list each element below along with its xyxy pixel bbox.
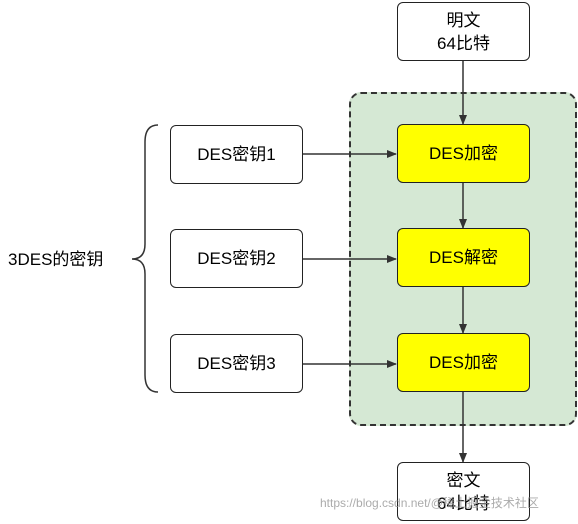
decrypt-step: DES解密 <box>397 228 530 287</box>
ciphertext-label: 密文 <box>446 470 481 490</box>
ciphertext-size: 64比特 <box>437 493 490 513</box>
decrypt-step-label: DES解密 <box>429 248 498 267</box>
plaintext-size: 64比特 <box>437 33 490 53</box>
key1-box: DES密钥1 <box>170 125 303 184</box>
curly-brace <box>131 124 159 393</box>
keys-group-label: 3DES的密钥 <box>8 250 104 269</box>
encrypt-step-1: DES加密 <box>397 124 530 183</box>
key2-label: DES密钥2 <box>197 249 276 268</box>
key1-label: DES密钥1 <box>197 145 276 164</box>
key2-box: DES密钥2 <box>170 229 303 288</box>
key3-label: DES密钥3 <box>197 354 276 373</box>
encrypt-step-2: DES加密 <box>397 333 530 392</box>
plaintext-box: 明文 64比特 <box>397 2 530 61</box>
ciphertext-box: 密文 64比特 <box>397 462 530 521</box>
plaintext-label: 明文 <box>446 10 481 30</box>
key3-box: DES密钥3 <box>170 334 303 393</box>
encrypt-step-1-label: DES加密 <box>429 144 498 163</box>
encrypt-step-2-label: DES加密 <box>429 353 498 372</box>
watermark: https://blog.csdn.net/@稀土掘金技术社区 <box>320 496 539 510</box>
